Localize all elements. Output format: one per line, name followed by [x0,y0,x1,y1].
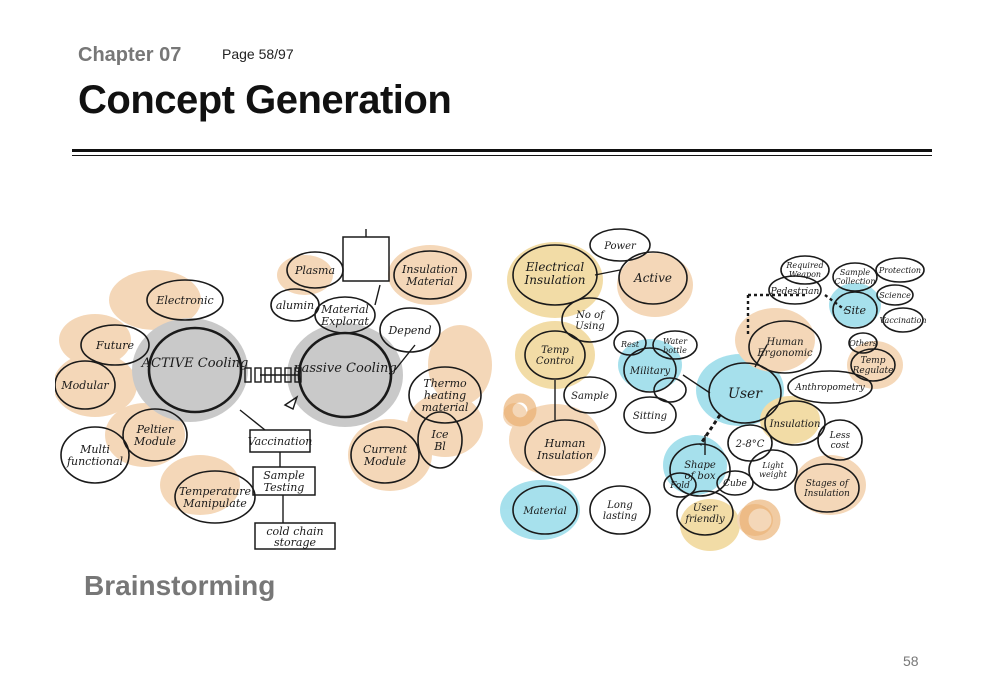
svg-text:lasting: lasting [603,511,637,522]
svg-text:Material: Material [405,275,454,288]
svg-text:Protection: Protection [878,266,921,275]
svg-text:weight: weight [759,470,787,479]
left-mindmap: Electronic Future Modular Multi function… [55,229,492,550]
svg-text:Regulate: Regulate [852,366,894,376]
svg-text:Ergonomic: Ergonomic [756,348,813,359]
svg-text:Others: Others [849,339,877,348]
svg-text:Human: Human [544,437,586,450]
svg-text:Thermo: Thermo [423,377,467,390]
node-label: Electronic [155,294,213,307]
svg-text:Future: Future [95,339,134,352]
svg-text:Sample: Sample [263,469,305,482]
svg-text:Modular: Modular [60,379,109,392]
svg-text:Control: Control [536,356,574,367]
svg-text:Fold: Fold [669,481,690,491]
svg-text:cost: cost [831,441,850,451]
svg-text:2-8°C: 2-8°C [735,439,765,450]
svg-text:Manipulate: Manipulate [182,497,247,510]
svg-text:Pedestrian: Pedestrian [770,287,820,297]
svg-text:Weapon: Weapon [789,270,821,279]
page-indicator: Page 58/97 [222,46,294,62]
svg-text:Collection: Collection [834,277,875,286]
svg-text:Temperature: Temperature [179,485,252,498]
section-caption: Brainstorming [84,570,276,601]
svg-text:Current: Current [363,443,408,456]
svg-text:Material: Material [522,506,566,517]
svg-text:Science: Science [879,291,911,300]
svg-text:Sitting: Sitting [633,411,667,422]
svg-text:Ice: Ice [430,428,449,441]
svg-text:Explorat: Explorat [320,315,369,328]
svg-text:Peltier: Peltier [136,423,174,436]
title-rule-thin [72,155,932,156]
brainstorm-sketch: Electronic Future Modular Multi function… [55,228,927,551]
svg-text:Insulation: Insulation [803,489,850,499]
svg-text:Insulation: Insulation [769,419,821,430]
svg-text:Electrical: Electrical [525,260,585,274]
svg-text:Active: Active [633,271,672,285]
svg-text:functional: functional [66,455,124,468]
svg-text:heating: heating [424,389,466,402]
svg-text:Human: Human [765,337,803,348]
svg-text:Depend: Depend [387,324,431,337]
svg-text:Site: Site [844,304,866,317]
svg-text:material: material [422,401,469,414]
svg-text:Sample: Sample [571,391,609,402]
svg-text:Rest: Rest [620,340,640,349]
svg-text:Module: Module [133,435,177,448]
svg-text:friendly: friendly [684,514,725,525]
svg-text:Module: Module [363,455,407,468]
right-mindmap: Electrical Insulation Power Active No of… [500,228,927,551]
svg-text:Bl: Bl [433,440,446,453]
passive-cooling-label: passive Cooling [293,361,396,376]
svg-text:No of: No of [575,310,606,321]
svg-text:Temp: Temp [541,345,569,356]
svg-text:Power: Power [603,241,637,252]
svg-text:of box: of box [685,471,716,482]
user-label: User [728,386,763,402]
page-title: Concept Generation [78,78,452,122]
svg-text:storage: storage [274,536,317,549]
svg-text:Anthropometry: Anthropometry [794,383,865,393]
svg-text:Less: Less [829,431,851,441]
svg-text:Vaccination: Vaccination [248,435,313,448]
svg-text:Vaccination: Vaccination [880,316,927,325]
svg-text:alumin: alumin [276,299,314,312]
svg-text:Light: Light [761,461,784,470]
chapter-label: Chapter 07 [78,44,182,66]
svg-text:Sample: Sample [840,268,871,277]
svg-text:bottle: bottle [663,346,687,355]
svg-text:Stages of: Stages of [806,479,850,489]
svg-text:User: User [693,503,718,514]
svg-text:Insulation: Insulation [536,449,593,462]
svg-text:cold chain: cold chain [266,525,323,538]
svg-text:Required: Required [785,261,823,270]
svg-text:Long: Long [606,500,633,511]
active-cooling-label: ACTIVE Cooling [141,356,249,371]
svg-text:Material: Material [320,303,369,316]
svg-text:Water: Water [663,337,688,346]
svg-text:Testing: Testing [264,481,305,494]
svg-text:Plasma: Plasma [294,264,335,277]
svg-text:Multi: Multi [79,443,110,456]
svg-text:Using: Using [575,321,605,332]
svg-text:Temp: Temp [861,356,886,366]
title-rule-thick [72,149,932,152]
svg-text:Insulation: Insulation [401,263,458,276]
svg-text:Military: Military [629,366,671,377]
svg-text:Shape: Shape [684,460,716,471]
svg-text:Insulation: Insulation [524,273,586,287]
page-number: 58 [903,653,919,669]
svg-text:Cube: Cube [723,479,747,489]
